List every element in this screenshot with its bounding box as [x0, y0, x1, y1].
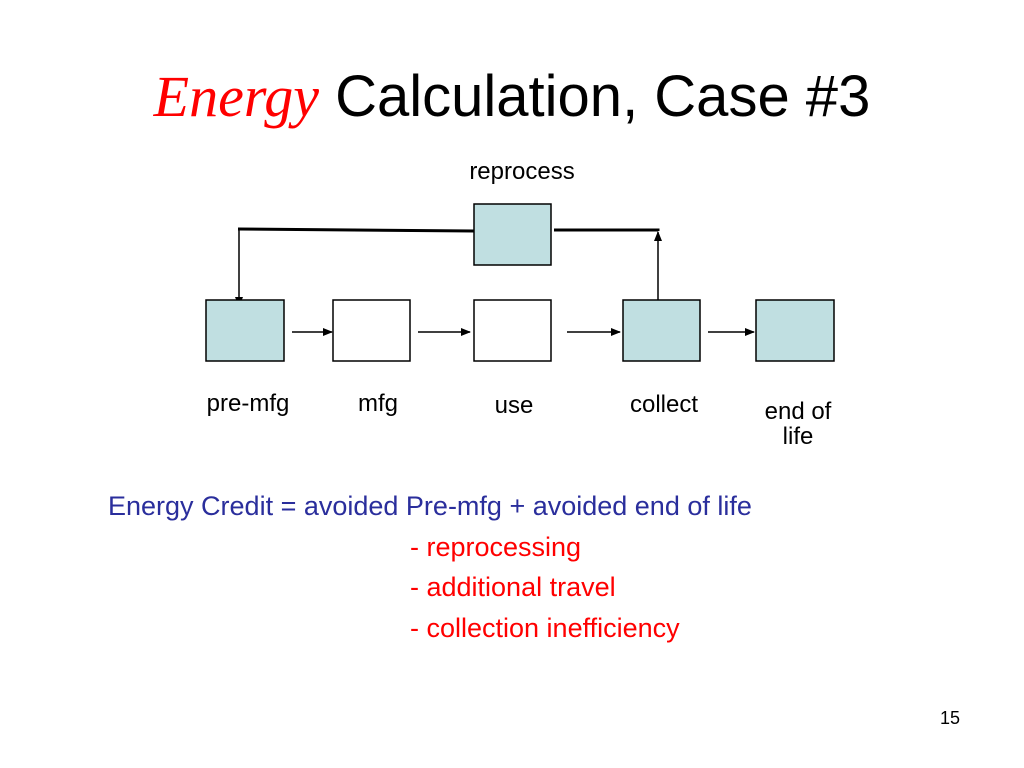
end-of-life-label: end of life [764, 398, 832, 450]
mfg-box [332, 299, 411, 362]
reprocess-box [473, 203, 552, 266]
energy-credit-formula: Energy Credit = avoided Pre-mfg + avoide… [108, 491, 752, 521]
page-number: 15 [939, 708, 961, 728]
reprocess-to-left-line [237, 227, 475, 233]
deduction-item: - additional travel [410, 572, 616, 602]
premfg-box [205, 299, 285, 362]
premfg-label: pre-mfg [206, 390, 290, 417]
reprocess-label: reprocess [469, 158, 575, 185]
reprocess-loop-line [554, 228, 660, 232]
use-box [473, 299, 552, 362]
deduction-item: - collection inefficiency [410, 613, 680, 643]
collect-label: collect [629, 391, 699, 418]
title-text: Calculation, Case #3 [335, 64, 871, 129]
title-emphasis: Energy [153, 64, 319, 129]
mfg-label: mfg [357, 390, 398, 417]
deduction-item: - reprocessing [410, 532, 582, 562]
end-of-life-box [755, 299, 835, 362]
collect-box [622, 299, 701, 362]
slide-title: Energy Calculation, Case #3 [0, 62, 1024, 132]
use-label: use [494, 392, 534, 419]
